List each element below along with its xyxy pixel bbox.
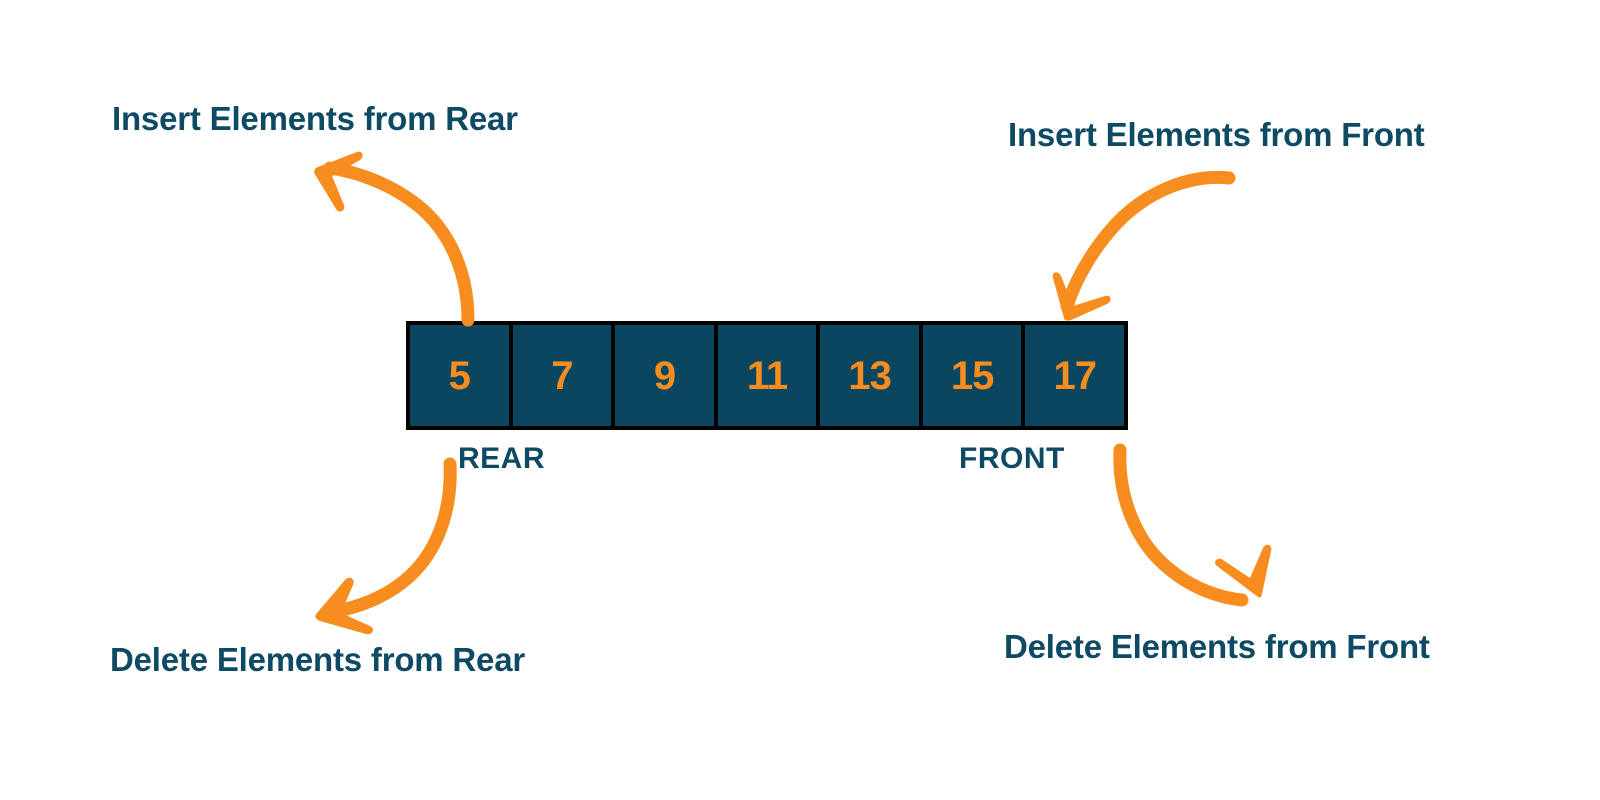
rear-end-label: REAR [458,442,546,475]
deque-cell-value: 7 [551,353,573,398]
deque-cell: 11 [717,325,817,426]
deque-cell: 5 [410,325,509,426]
deque-array: 5 7 9 11 13 15 17 [406,321,1128,430]
insert-front-arrow-icon [1052,170,1236,321]
front-end-label: FRONT [959,442,1065,475]
deque-cell: 13 [820,325,919,426]
callout-delete-from-rear: Delete Elements from Rear [110,641,525,678]
deque-cell: 9 [615,325,714,426]
callout-insert-from-rear: Insert Elements from Rear [112,100,518,137]
deque-cell: 17 [1025,325,1125,426]
callout-delete-from-front: Delete Elements from Front [1004,628,1430,665]
deque-cell-value: 13 [848,353,891,398]
deque-cell: 15 [922,325,1022,426]
deque-cell-value: 11 [746,353,788,398]
delete-front-arrow-icon [1113,443,1272,607]
deque-cell-value: 17 [1053,353,1097,398]
deque-cell-value: 5 [448,353,471,398]
delete-rear-arrow-icon [315,457,457,635]
callout-insert-from-front: Insert Elements from Front [1008,116,1425,153]
deque-cell-value: 15 [950,353,994,398]
insert-rear-arrow-icon [314,151,475,327]
deque-cell: 7 [512,325,612,426]
deque-cell-value: 9 [653,353,676,398]
